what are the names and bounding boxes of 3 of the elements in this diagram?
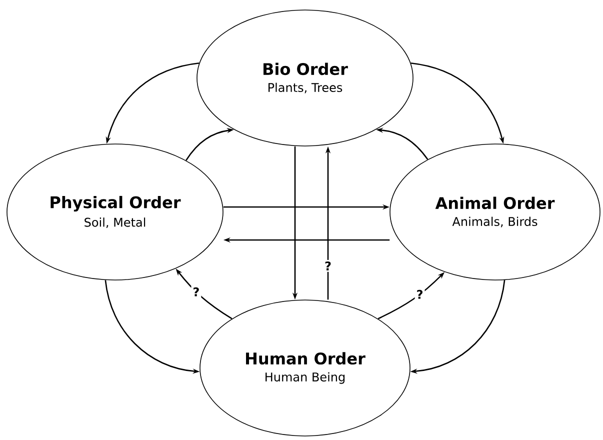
edge-label: ? [414,288,425,300]
edge-label: ? [323,260,333,272]
edge-label: ? [191,286,202,298]
